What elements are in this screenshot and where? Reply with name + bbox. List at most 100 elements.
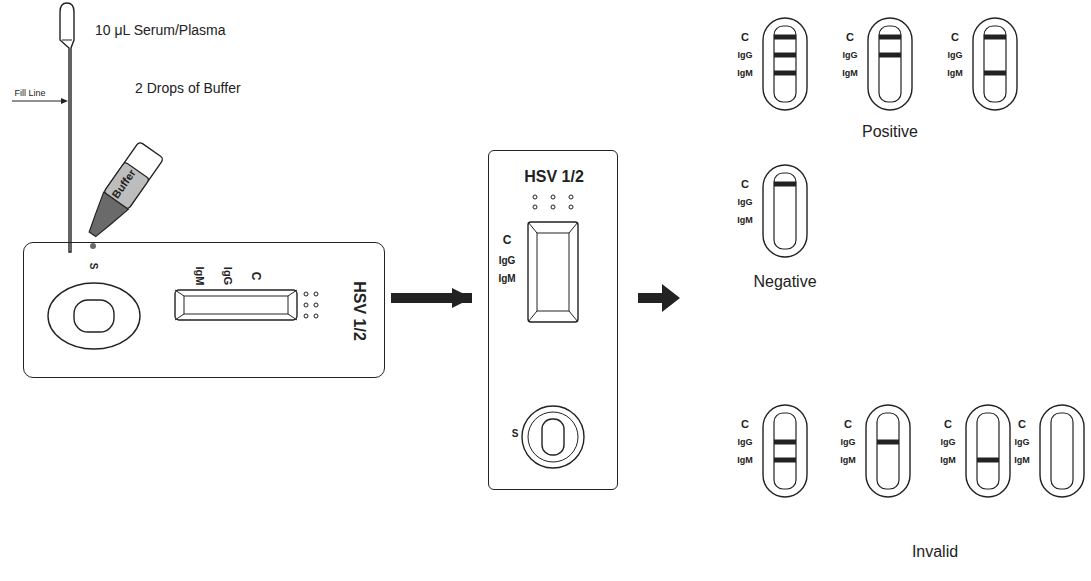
buffer-bottle (80, 141, 164, 243)
result-strip (1040, 405, 1084, 497)
sample-well-ring (528, 412, 578, 462)
well-label: S (88, 263, 98, 270)
line-label: IgM (840, 456, 856, 465)
result-strip (866, 405, 910, 497)
step-text: 2 Drops of Buffer (135, 81, 241, 95)
dot (533, 195, 537, 199)
result-strip (763, 405, 807, 497)
window-bevel (528, 311, 537, 322)
result-strip (868, 18, 912, 110)
result-window-inner (184, 296, 288, 314)
result-strip (973, 18, 1017, 110)
line-label: IgM (1014, 456, 1030, 465)
line-label: IgG (941, 438, 956, 447)
result-strip (763, 18, 807, 110)
strip-outline (763, 165, 807, 257)
strip-window (877, 413, 899, 489)
window-bevel (528, 222, 537, 233)
line-label: IgM (737, 69, 753, 78)
line-label: IgG (1015, 438, 1030, 447)
bottle-nozzle (80, 192, 128, 243)
dot (569, 205, 573, 209)
test-band (774, 182, 796, 187)
line-label: C (1018, 419, 1026, 430)
line-label: IgG (738, 438, 753, 447)
cassette-title: HSV 1/2 (351, 281, 367, 341)
dot (569, 195, 573, 199)
line-label: IgM (940, 456, 956, 465)
test-band (879, 35, 901, 40)
line-label: IgG (948, 51, 963, 60)
line-label: C (250, 272, 262, 281)
strip-window (774, 26, 796, 102)
dot (304, 314, 308, 318)
strip-window (774, 173, 796, 249)
line-label: IgM (498, 274, 515, 284)
line-label: IgG (738, 51, 753, 60)
line-label: IgM (194, 267, 205, 286)
result-heading: Invalid (912, 544, 958, 560)
dot (314, 314, 318, 318)
test-band (774, 35, 796, 40)
window-bevel (288, 290, 297, 296)
dropper (60, 3, 74, 252)
line-label: IgM (737, 216, 753, 225)
line-label: IgM (947, 69, 963, 78)
test-cassette: HSV 1/2 (23, 242, 385, 378)
line-label: C (741, 32, 749, 43)
window-bevel (175, 290, 184, 296)
sample-well-inner (542, 419, 564, 455)
test-band (984, 35, 1006, 40)
dot (304, 292, 308, 296)
strip-outline (973, 18, 1017, 110)
process-arrow (391, 293, 472, 303)
dropper-neck (62, 40, 72, 41)
step-text: 10 μL Serum/Plasma (95, 23, 226, 37)
window-bevel (288, 314, 297, 320)
fill-line-arrowhead (61, 98, 68, 104)
strip-outline (866, 405, 910, 497)
cassette-title: HSV 1/2 (524, 169, 584, 185)
result-window (528, 222, 578, 322)
strip-outline (763, 405, 807, 497)
line-label: IgG (738, 198, 753, 207)
buffer-drop (90, 243, 96, 249)
line-label: IgG (499, 256, 516, 266)
result-window-inner (537, 233, 569, 311)
dot (314, 292, 318, 296)
dot (551, 205, 555, 209)
strip-outline (763, 18, 807, 110)
result-heading: Positive (862, 124, 918, 140)
strip-outline (1040, 405, 1084, 497)
result-window (175, 290, 297, 320)
line-label: C (951, 32, 959, 43)
test-cassette: HSV 1/2 (488, 150, 618, 490)
strip-window (1051, 413, 1073, 489)
strip-window (879, 26, 901, 102)
sample-well-outer (522, 406, 584, 468)
line-label: C (741, 179, 749, 190)
strip-window (774, 413, 796, 489)
test-band (977, 458, 999, 463)
line-label: C (503, 234, 512, 246)
test-band (774, 440, 796, 445)
fill-line-label: Fill Line (14, 89, 45, 98)
strip-outline (868, 18, 912, 110)
sample-well-inner (74, 300, 114, 332)
line-label: C (846, 32, 854, 43)
test-band (877, 440, 899, 445)
test-band (879, 53, 901, 58)
dot (314, 303, 318, 307)
line-label: IgM (842, 69, 858, 78)
test-band (774, 458, 796, 463)
line-label: C (844, 419, 852, 430)
test-band (774, 71, 796, 76)
strip-outline (966, 405, 1010, 497)
result-strip (966, 405, 1010, 497)
window-bevel (569, 222, 578, 233)
fill-line-pointer (12, 101, 64, 102)
dot (304, 303, 308, 307)
line-label: IgM (737, 456, 753, 465)
dot (551, 195, 555, 199)
window-bevel (175, 314, 184, 320)
